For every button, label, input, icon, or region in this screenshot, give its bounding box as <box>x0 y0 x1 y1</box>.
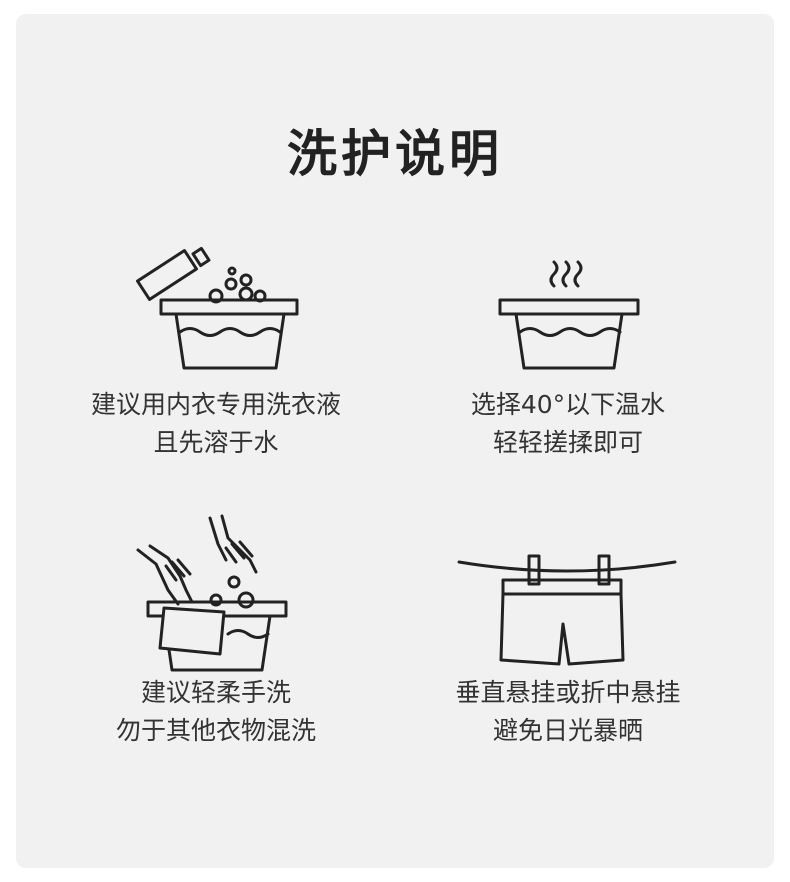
caption-line: 建议轻柔手洗 <box>140 678 291 707</box>
hang-dry-icon <box>457 554 677 666</box>
hand-wash-icon <box>136 514 288 672</box>
warm-water-basin-icon <box>498 260 640 370</box>
caption-line: 轻轻搓揉即可 <box>492 428 643 457</box>
caption-line: 选择40°以下温水 <box>470 390 666 419</box>
caption-line: 勿于其他衣物混洗 <box>115 716 316 745</box>
care-text-hand-wash: 建议轻柔手洗 勿于其他衣物混洗 <box>36 674 396 750</box>
caption-line: 建议用内衣专用洗衣液 <box>90 390 341 419</box>
care-text-warm-water: 选择40°以下温水 轻轻搓揉即可 <box>388 386 748 462</box>
care-text-detergent: 建议用内衣专用洗衣液 且先溶于水 <box>36 386 396 462</box>
detergent-basin-icon <box>136 246 299 370</box>
care-instructions-card: 洗护说明 建议用内衣专用洗衣液 且先溶 <box>16 14 774 868</box>
care-item-hang-dry: 垂直悬挂或折中悬挂 避免日光暴晒 <box>388 514 748 750</box>
care-item-hand-wash: 建议轻柔手洗 勿于其他衣物混洗 <box>36 514 396 750</box>
caption-line: 避免日光暴晒 <box>492 716 643 745</box>
care-text-hang-dry: 垂直悬挂或折中悬挂 避免日光暴晒 <box>388 674 748 750</box>
care-item-detergent: 建议用内衣专用洗衣液 且先溶于水 <box>36 236 396 462</box>
page-title: 洗护说明 <box>287 125 503 183</box>
caption-line: 垂直悬挂或折中悬挂 <box>455 678 681 707</box>
caption-line: 且先溶于水 <box>153 428 279 457</box>
care-item-warm-water: 选择40°以下温水 轻轻搓揉即可 <box>388 236 748 462</box>
